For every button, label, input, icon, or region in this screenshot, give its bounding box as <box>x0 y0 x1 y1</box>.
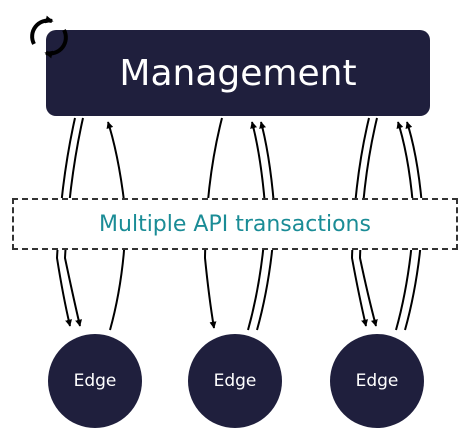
arrow-down-1b <box>63 117 84 327</box>
edge-label-2: Edge <box>213 371 257 391</box>
api-transactions-label: Multiple API transactions <box>99 211 371 237</box>
management-node: Management <box>46 30 430 116</box>
arrow-down-1a <box>55 117 76 327</box>
edge-node-3: Edge <box>330 334 424 428</box>
arrow-down-3b <box>358 117 378 327</box>
management-label: Management <box>119 52 357 94</box>
sync-icon <box>30 15 68 59</box>
api-transactions-band: Multiple API transactions <box>12 198 458 250</box>
edge-node-1: Edge <box>48 334 142 428</box>
edge-label-3: Edge <box>355 371 399 391</box>
edge-label-1: Edge <box>73 371 117 391</box>
edge-node-2: Edge <box>188 334 282 428</box>
arrow-down-3a <box>350 117 370 327</box>
arrow-down-2 <box>203 117 223 329</box>
